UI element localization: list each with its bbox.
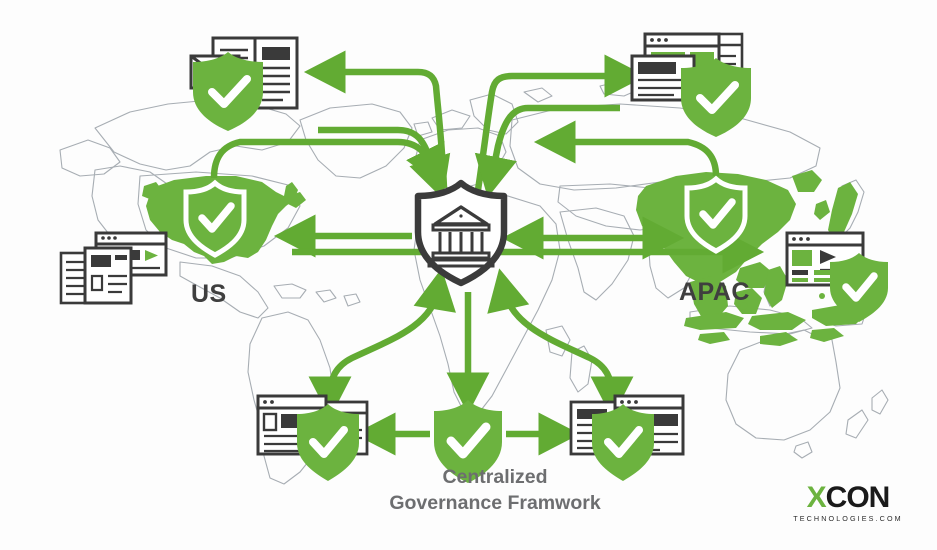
logo-con-letters: CON xyxy=(825,481,891,514)
shield-check-icon xyxy=(434,400,502,483)
node-bottom-left[interactable] xyxy=(256,394,369,481)
shield-check-icon xyxy=(193,52,263,131)
logo-subtitle: TECHNOLOGIES.COM xyxy=(793,514,903,523)
arrow-topright-to-center xyxy=(474,104,620,198)
node-center-governance[interactable] xyxy=(414,179,508,287)
logo-x-letter: X xyxy=(806,481,827,514)
shield-check-icon xyxy=(681,58,751,137)
node-bottom-right[interactable] xyxy=(569,394,685,481)
node-bottom-center[interactable] xyxy=(434,400,502,483)
node-apac-shield[interactable] xyxy=(684,175,748,254)
region-label-us: US xyxy=(191,280,227,308)
node-us-shield[interactable] xyxy=(183,179,247,258)
shield-check-icon xyxy=(183,179,247,258)
arrow-center-to-bottomright xyxy=(487,268,634,419)
shield-bank-icon xyxy=(414,179,508,287)
caption-line-1: Centralized xyxy=(442,466,548,488)
node-left[interactable] xyxy=(59,231,168,305)
node-top-left[interactable] xyxy=(189,36,299,131)
region-philippines-fill xyxy=(764,266,788,308)
region-label-apac: APAC xyxy=(679,278,750,306)
xcon-logo[interactable]: XCON TECHNOLOGIES.COM xyxy=(783,483,913,524)
shield-check-icon xyxy=(297,404,359,481)
browser-play-news-icon xyxy=(59,231,168,305)
arrow-center-to-bottomleft xyxy=(308,268,456,419)
shield-check-icon xyxy=(684,175,748,254)
arrow-apac-to-center xyxy=(533,120,720,177)
shield-check-icon xyxy=(830,253,888,322)
region-japan-fill xyxy=(814,182,858,240)
diagram-caption: Centralized Governance Framwork xyxy=(330,464,660,516)
shield-check-icon xyxy=(592,404,654,481)
node-top-right[interactable] xyxy=(630,32,751,137)
caption-line-2: Governance Framwork xyxy=(389,492,601,514)
logo-wordmark: XCON xyxy=(783,483,913,513)
arrow-us-to-center xyxy=(210,138,445,188)
node-right[interactable] xyxy=(785,231,888,322)
